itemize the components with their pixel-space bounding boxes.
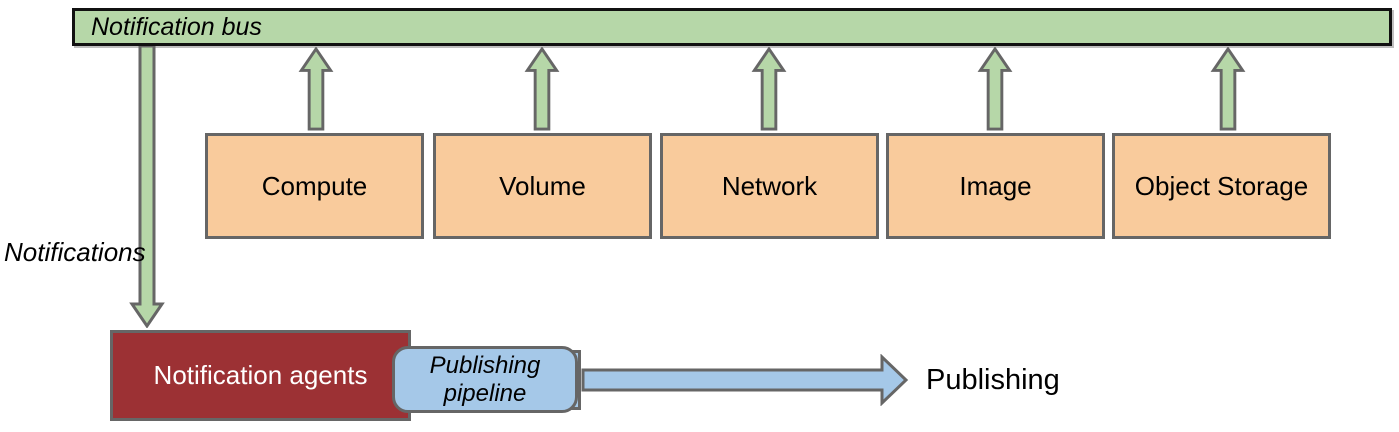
- publishing-label: Publishing: [926, 364, 1060, 396]
- up-arrow-icon: [751, 47, 787, 131]
- notification-bus-bar: Notification bus: [72, 8, 1392, 46]
- right-arrow-icon: [581, 354, 909, 406]
- service-box-image: Image: [886, 133, 1105, 239]
- service-box-compute: Compute: [205, 133, 424, 239]
- service-label: Compute: [261, 170, 368, 201]
- service-box-network: Network: [660, 133, 879, 239]
- up-arrow-icon: [298, 47, 334, 131]
- notification-agents-label: Notification agents: [153, 360, 368, 390]
- down-arrow-icon: [129, 46, 165, 328]
- up-arrow-icon: [1210, 47, 1246, 131]
- service-box-volume: Volume: [433, 133, 652, 239]
- service-box-object-storage: Object Storage: [1112, 133, 1331, 239]
- notification-agents-box: Notification agents: [110, 330, 411, 421]
- service-label: Object Storage: [1134, 170, 1309, 201]
- service-label: Network: [721, 170, 818, 201]
- notification-bus-label: Notification bus: [91, 12, 262, 41]
- publishing-pipeline-box: Publishing pipeline: [392, 346, 578, 413]
- notifications-label: Notifications: [4, 237, 146, 267]
- service-label: Image: [959, 170, 1032, 201]
- service-label: Volume: [499, 170, 586, 201]
- up-arrow-icon: [977, 47, 1013, 131]
- up-arrow-icon: [524, 47, 560, 131]
- publishing-pipeline-label: Publishing pipeline: [429, 351, 541, 407]
